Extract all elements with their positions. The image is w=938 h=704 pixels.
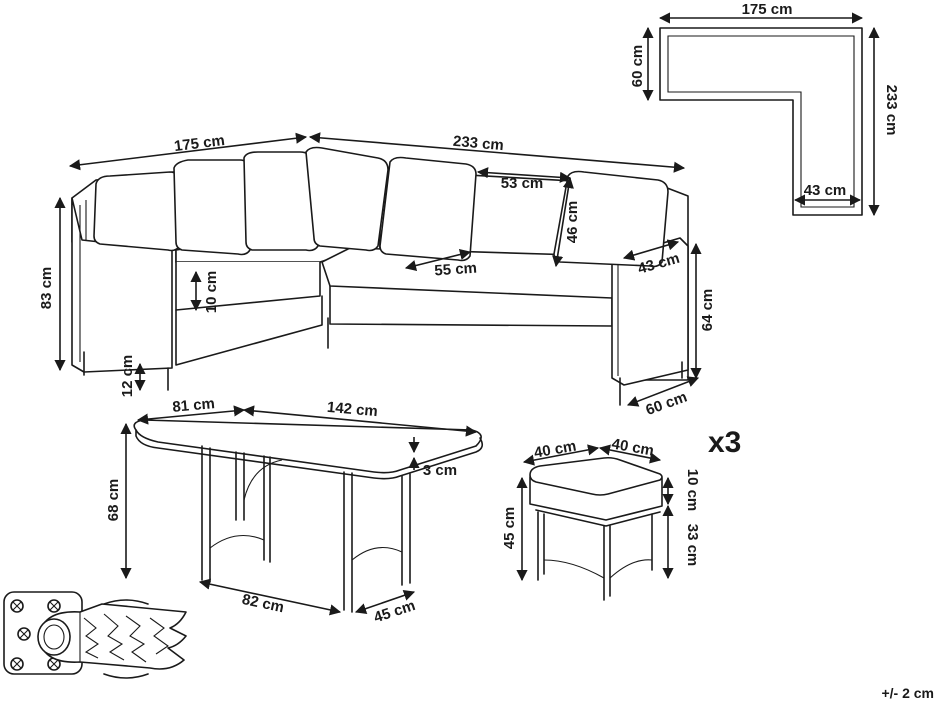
plan-top-width-label: 175 cm [742,1,793,18]
tolerance-note: +/- 2 cm [881,685,934,701]
corner-sofa-drawing: 175 cm 233 cm 53 cm 46 cm 55 cm 10 cm 83… [38,132,716,419]
table-drawing: 81 cm 142 cm 3 cm 68 cm 82 cm 45 cm [105,395,484,626]
stool-cushion-label: 10 cm [684,469,701,512]
table-length-label: 142 cm [326,399,378,420]
stool-frame-height-label: 33 cm [684,524,701,567]
total-height-label: 83 cm [38,267,55,310]
plan-top-view: 175 cm 60 cm 233 cm 43 cm [629,1,900,217]
stool-height-label: 45 cm [501,507,518,550]
cushion-thickness-label: 10 cm [203,271,220,314]
stool-width-label: 40 cm [610,436,655,460]
foot-detail [3,591,187,679]
stool-depth-label: 40 cm [533,438,578,462]
table-width-label: 81 cm [172,395,216,416]
leg-height-label: 12 cm [119,355,136,398]
plan-depth-label: 60 cm [629,45,646,88]
table-base-length-label: 82 cm [240,591,285,616]
backrest-height-label: 46 cm [564,201,581,244]
seat-depth-label: 55 cm [434,260,478,280]
table-height-label: 68 cm [105,479,122,522]
table-top-thickness-label: 3 cm [423,462,457,479]
plan-side-length-label: 233 cm [883,85,900,136]
sofa-left-width-label: 175 cm [173,132,226,155]
sofa-depth-label: 60 cm [644,389,690,420]
stool-drawing: 40 cm 40 cm 10 cm 33 cm 45 cm x3 [501,426,741,601]
backrest-width-label: 53 cm [501,175,544,192]
sofa-right-length-label: 233 cm [452,133,504,154]
stool-quantity-label: x3 [708,426,741,459]
table-base-width-label: 45 cm [372,597,418,626]
seat-height-label: 64 cm [699,289,716,332]
cross-screw-icon [10,599,61,671]
adjustable-foot-icon [37,599,187,679]
plan-inner-width-label: 43 cm [804,182,847,199]
